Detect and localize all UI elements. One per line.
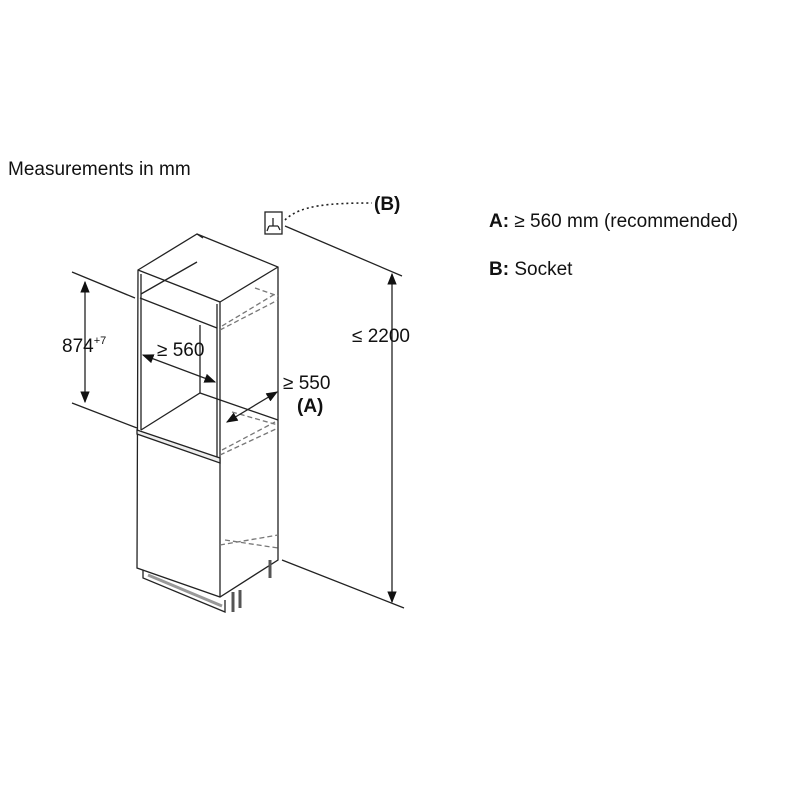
- caption: Measurements in mm: [8, 159, 191, 180]
- socket-leader: [284, 202, 373, 221]
- socket-icon: [264, 211, 283, 235]
- socket-ref: (B): [374, 194, 400, 215]
- dim-560-arrow: [141, 354, 217, 383]
- dim-550-arrow: [225, 391, 279, 423]
- dim-560-label: ≥ 560: [157, 340, 204, 361]
- dim-2200-label: ≤ 2200: [352, 326, 410, 347]
- legend-text: Socket: [514, 259, 573, 280]
- legend-text: ≥ 560 mm (recommended): [514, 211, 739, 232]
- dim-550-label: ≥ 550: [283, 373, 330, 394]
- hidden-lines: [219, 287, 279, 549]
- legend-item-b: B: Socket: [489, 259, 572, 281]
- legend-key: A:: [489, 211, 510, 232]
- cabinet: [136, 233, 279, 613]
- legend-item-a: A: ≥ 560 mm (recommended): [489, 211, 738, 233]
- dim-550-ref: (A): [297, 396, 323, 417]
- dim-2200: [281, 225, 405, 609]
- dim-874: [71, 271, 138, 429]
- cabinet-legs: [231, 560, 272, 612]
- dim-874-label: 874+7: [62, 335, 106, 357]
- legend-key: B:: [489, 259, 510, 280]
